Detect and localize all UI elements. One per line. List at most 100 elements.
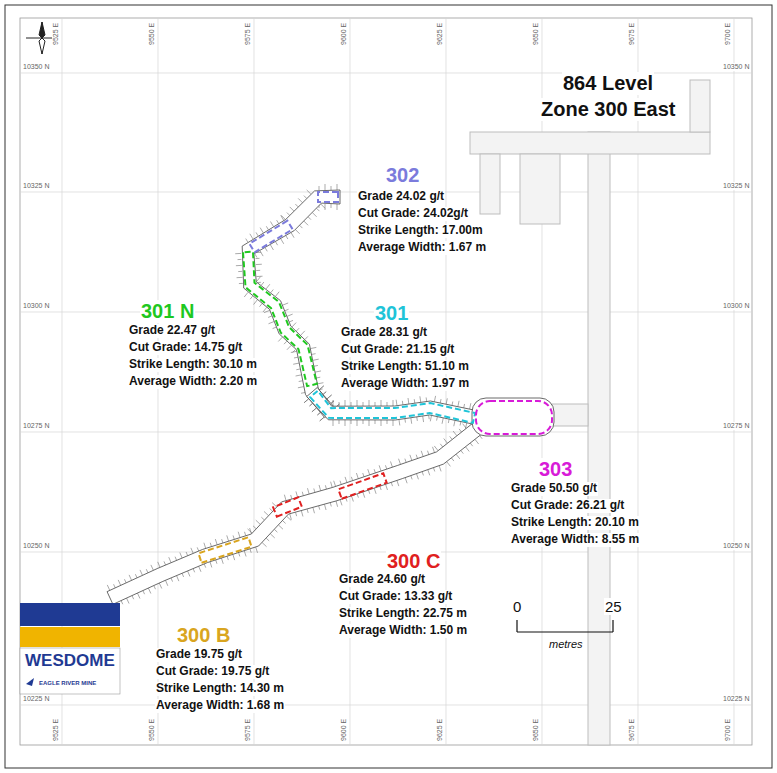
sample-tick <box>235 253 241 254</box>
sample-tick <box>314 489 315 493</box>
sample-tick <box>204 564 206 568</box>
sample-tick <box>345 420 346 426</box>
drift <box>520 154 560 224</box>
sample-tick <box>428 451 429 455</box>
sample-tick <box>337 184 338 190</box>
sample-tick <box>416 417 418 421</box>
sample-tick <box>238 271 242 272</box>
sample-tick <box>444 439 448 444</box>
sample-tick <box>283 521 286 524</box>
zone-stat: Cut Grade: 26.21 g/t <box>510 499 625 513</box>
sample-tick <box>260 251 263 256</box>
sample-tick <box>188 571 190 577</box>
sample-tick <box>250 549 251 553</box>
ore-zone-outline <box>273 497 302 516</box>
sample-tick <box>291 233 294 238</box>
sample-tick <box>315 371 321 372</box>
sample-tick <box>319 386 324 390</box>
sample-tick <box>321 204 325 208</box>
sample-tick <box>318 383 324 384</box>
scale-tick <box>612 620 613 632</box>
sample-tick <box>193 569 195 573</box>
sample-tick <box>327 395 332 399</box>
zone-name: 300 B <box>176 624 231 647</box>
sample-tick <box>146 569 148 573</box>
sample-tick <box>124 579 126 583</box>
zone-stat: Cut Grade: 21.15 g/t <box>340 343 455 357</box>
sample-tick <box>313 507 315 513</box>
sample-tick <box>264 310 270 312</box>
sample-tick <box>340 500 342 506</box>
logo-subtext: EAGLE RIVER MINE <box>38 680 97 687</box>
sample-tick <box>357 420 358 426</box>
sample-tick <box>330 503 331 507</box>
sample-tick <box>346 498 347 502</box>
arrow-tail <box>39 38 45 54</box>
sample-tick <box>296 512 297 516</box>
sample-tick <box>331 186 332 190</box>
ore-zone-outline <box>476 401 552 434</box>
sample-tick <box>422 472 423 476</box>
sample-tick <box>385 465 386 469</box>
sample-tick <box>470 403 471 409</box>
sample-tick <box>312 213 316 217</box>
sample-tick <box>453 431 457 436</box>
sample-tick <box>277 220 279 223</box>
sample-tick <box>274 529 277 532</box>
ore-zone-outline <box>338 473 386 498</box>
logo-box <box>20 648 120 694</box>
sample-tick <box>197 547 199 551</box>
sample-tick <box>293 363 299 364</box>
sample-tick <box>283 303 289 305</box>
logo-text: WESDOME <box>24 651 116 671</box>
sample-tick <box>391 482 392 486</box>
grid-line <box>638 18 639 745</box>
sample-tick <box>262 543 266 547</box>
sample-tick <box>292 323 296 327</box>
sample-tick <box>137 593 140 598</box>
sample-tick <box>307 190 311 194</box>
sample-tick <box>129 575 132 580</box>
sample-tick <box>345 477 347 483</box>
sample-tick <box>260 228 263 233</box>
grid-label: 10325 N <box>722 182 750 190</box>
page-frame <box>5 5 772 768</box>
sample-tick <box>405 459 406 463</box>
grid-line <box>20 705 752 706</box>
sample-tick <box>135 574 137 578</box>
sample-tick <box>236 265 242 266</box>
sample-tick <box>250 234 253 239</box>
sample-tick <box>227 556 228 560</box>
sample-tick <box>165 580 167 586</box>
drift <box>307 387 480 424</box>
sample-tick <box>399 459 401 465</box>
arrow-head <box>39 22 45 38</box>
sample-tick <box>450 436 452 439</box>
sample-tick <box>331 482 333 488</box>
zone-stat: Grade 28.31 g/t <box>340 326 428 340</box>
sample-tick <box>381 400 382 406</box>
zone-stat: Grade 50.50 g/t <box>510 482 598 496</box>
sample-tick <box>314 365 318 367</box>
sample-tick <box>334 481 336 487</box>
sample-tick <box>121 601 123 605</box>
sample-tick <box>317 412 320 415</box>
sample-tick <box>428 415 430 419</box>
ore-zone-outline <box>198 537 251 563</box>
sample-tick <box>345 400 346 406</box>
zone-name: 302 <box>385 164 420 187</box>
sample-tick <box>398 420 400 426</box>
sample-tick <box>238 259 242 260</box>
sample-tick <box>290 514 292 520</box>
sample-tick <box>351 402 352 406</box>
sample-tick <box>255 254 257 257</box>
sample-tick <box>460 422 462 426</box>
sample-tick <box>143 591 145 595</box>
sample-tick <box>237 277 243 278</box>
sample-tick <box>404 419 406 423</box>
sample-tick <box>439 466 441 472</box>
scale-tick <box>516 620 517 632</box>
sample-tick <box>257 276 263 277</box>
sample-tick <box>369 490 370 494</box>
sample-tick <box>222 539 223 543</box>
